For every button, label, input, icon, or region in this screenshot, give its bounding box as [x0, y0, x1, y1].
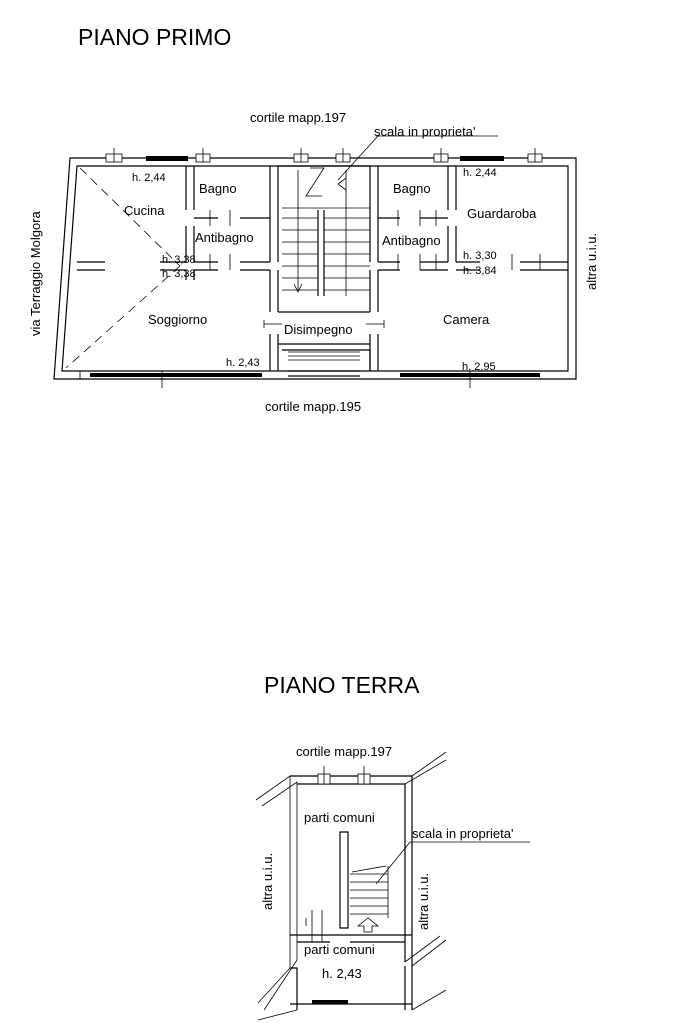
piano-terra: PIANO TERRA [255, 672, 530, 1021]
room-soggiorno: Soggiorno [148, 312, 207, 327]
terra-parti-comuni-bottom: parti comuni [304, 942, 375, 957]
height-guardaroba: h. 2,44 [463, 167, 497, 179]
height-antibagno-left-b: h. 3,38 [162, 268, 196, 280]
piano-primo: PIANO PRIMO [28, 24, 599, 414]
room-bagno-right: Bagno [393, 181, 431, 196]
room-antibagno-right: Antibagno [382, 233, 441, 248]
room-guardaroba: Guardaroba [467, 206, 537, 221]
primo-dashed-lines [65, 167, 181, 369]
room-cucina: Cucina [124, 203, 165, 218]
terra-parti-comuni-top: parti comuni [304, 810, 375, 825]
primo-windows [79, 148, 543, 388]
primo-scala-label: scala in proprieta' [374, 124, 475, 139]
terra-altra-left-label: altra u.i.u. [260, 853, 275, 910]
primo-cortile-bottom-label: cortile mapp.195 [265, 399, 361, 414]
room-antibagno-left: Antibagno [195, 230, 254, 245]
primo-street-label: via Terraggio Molgora [28, 210, 43, 336]
primo-outer-wall [53, 157, 577, 380]
piano-terra-title: PIANO TERRA [264, 672, 420, 698]
terra-cortile-top-label: cortile mapp.197 [296, 744, 392, 759]
height-cucina: h. 2,44 [132, 172, 166, 184]
primo-right-walls [369, 166, 568, 371]
primo-stair [278, 135, 498, 296]
primo-left-walls [77, 166, 279, 371]
terra-windows [305, 766, 371, 942]
height-right-b: h. 3,84 [463, 265, 497, 277]
height-right-a: h. 3,30 [463, 250, 497, 262]
height-antibagno-left-a: h. 3,38 [162, 254, 196, 266]
room-camera: Camera [443, 312, 490, 327]
room-bagno-left: Bagno [199, 181, 237, 196]
terra-height-parti-comuni: h. 2,43 [322, 966, 362, 981]
primo-altra-label: altra u.i.u. [584, 233, 599, 290]
primo-cortile-top-label: cortile mapp.197 [250, 110, 346, 125]
terra-stair [339, 831, 530, 933]
room-disimpegno: Disimpegno [284, 322, 353, 337]
terra-scala-label: scala in proprieta' [412, 826, 513, 841]
height-camera: h. 2,95 [462, 361, 496, 373]
height-soggiorno: h. 2,43 [226, 357, 260, 369]
terra-altra-right-label: altra u.i.u. [416, 873, 431, 930]
terra-walls [255, 751, 447, 1021]
piano-primo-title: PIANO PRIMO [78, 24, 231, 50]
